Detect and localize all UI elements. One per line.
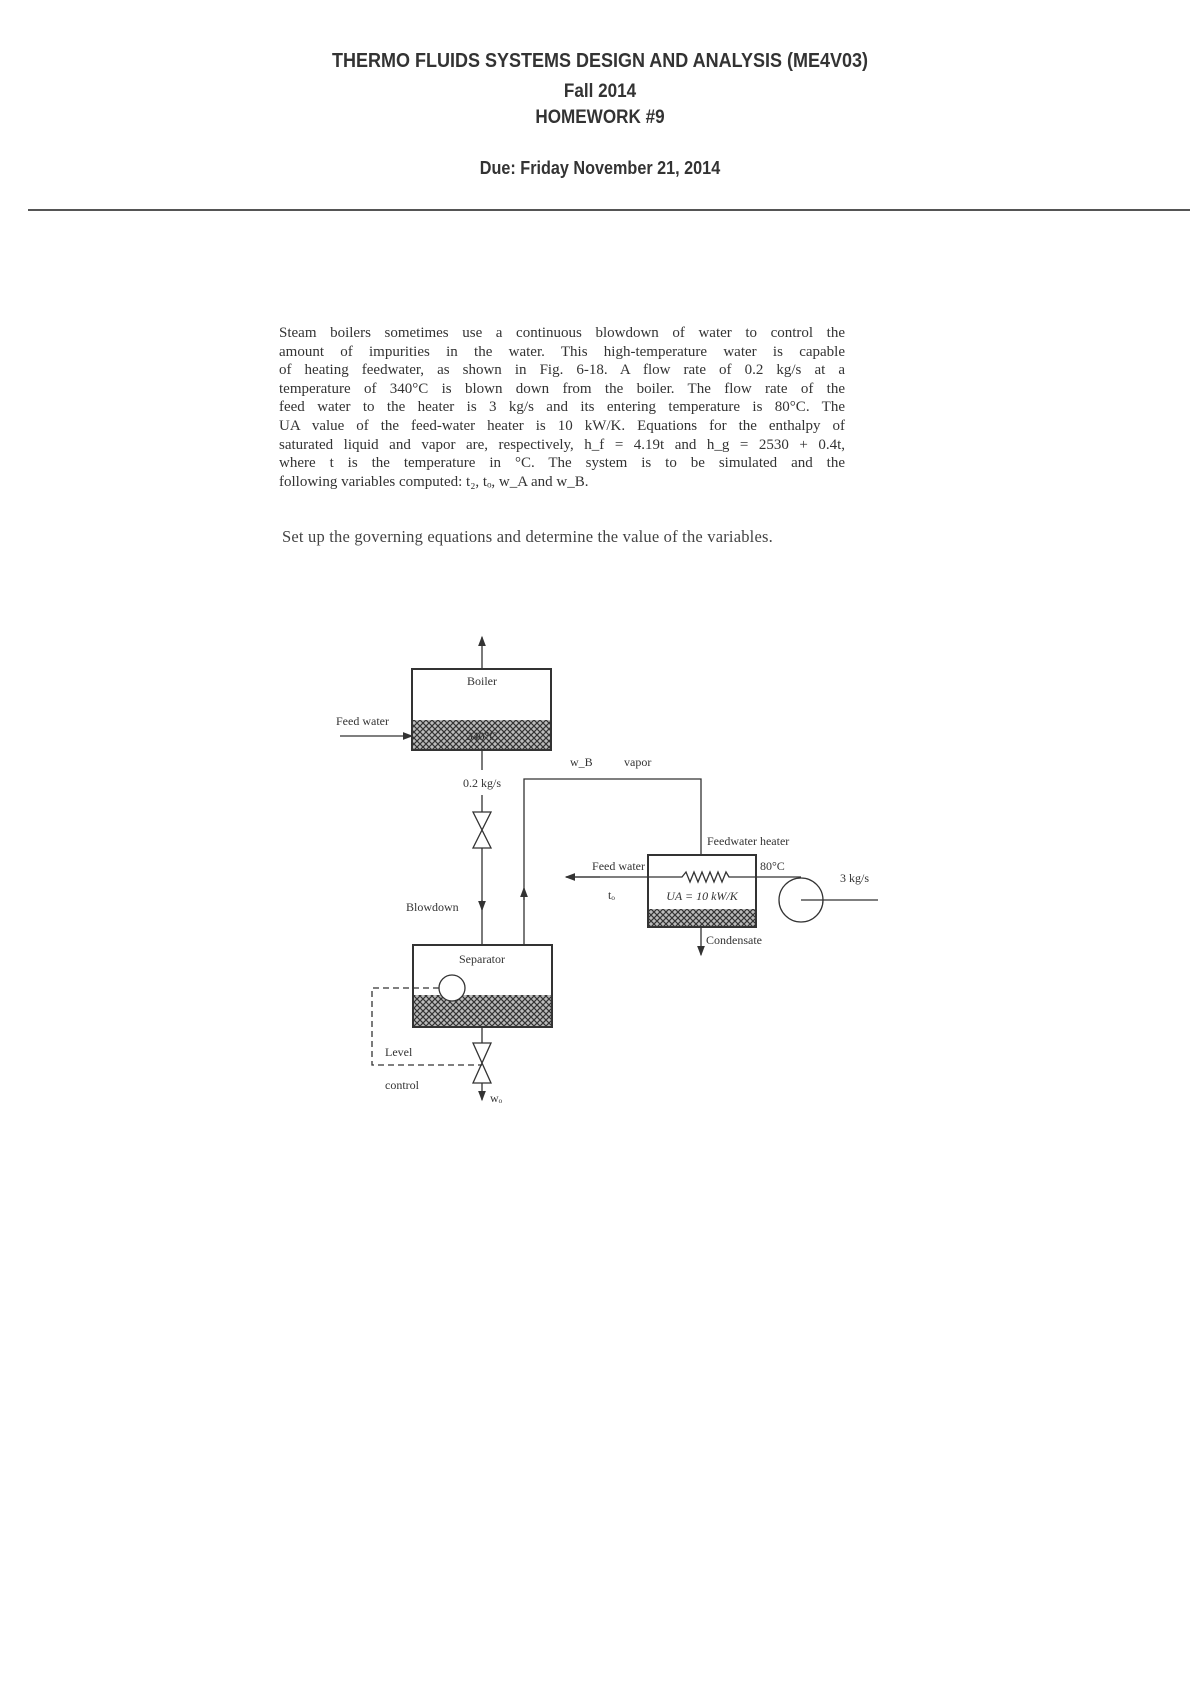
problem-line: saturated liquid and vapor are, respecti… [279, 436, 845, 453]
t-out-label: tₒ [608, 888, 615, 902]
ua-label: UA = 10 kW/K [666, 889, 739, 903]
problem-statement: Steam boilers sometimes use a continuous… [279, 324, 845, 491]
level-label: Level [385, 1045, 413, 1059]
drain-valve [471, 1042, 493, 1084]
boiler-label: Boiler [467, 674, 497, 688]
heater-inlet-temp-label: 80°C [760, 859, 785, 873]
problem-line: where t is the temperature in °C. The sy… [279, 455, 845, 472]
problem-line: amount of impurities in the water. This … [279, 343, 845, 360]
task-statement: Set up the governing equations and deter… [282, 527, 773, 546]
vapor-label: vapor [624, 755, 651, 769]
blowdown-label: Blowdown [406, 900, 459, 914]
problem-line: temperature of 340°C is blown down from … [279, 380, 845, 397]
assignment-title: HOMEWORK #9 [535, 107, 665, 128]
blowdown-valve [471, 811, 493, 849]
problem-line: of heating feedwater, as shown in Fig. 6… [279, 362, 845, 379]
condensate-label: Condensate [706, 933, 762, 947]
term: Fall 2014 [563, 81, 637, 102]
boiler-temp-label: 340°C [467, 729, 498, 743]
feedwater-heater [647, 854, 757, 928]
feed-water-out-label: Feed water [592, 859, 645, 873]
course-title: THERMO FLUIDS SYSTEMS DESIGN AND ANALYSI… [331, 50, 869, 72]
feedwater-heater-label: Feedwater heater [707, 834, 789, 848]
vapor-pipe [523, 778, 702, 945]
heater-coil [566, 870, 801, 884]
control-label: control [385, 1078, 420, 1092]
divider [28, 209, 1190, 211]
separator-label: Separator [459, 952, 505, 966]
due-date: Due: Friday November 21, 2014 [479, 158, 721, 178]
blowdown-flow-label: 0.2 kg/s [463, 776, 501, 790]
problem-line: Steam boilers sometimes use a continuous… [279, 325, 845, 341]
level-control-line [371, 987, 482, 1066]
problem-line: following variables computed: t₂, tₒ, w_… [279, 473, 589, 490]
problem-line: UA value of the feed-water heater is 10 … [279, 417, 845, 434]
wb-label: w_B [570, 755, 593, 769]
feed-flow-label: 3 kg/s [840, 871, 869, 885]
level-float [438, 974, 466, 1002]
wo-label: wₒ [490, 1091, 503, 1105]
problem-line: feed water to the heater is 3 kg/s and i… [279, 399, 845, 416]
feed-water-in-label: Feed water [336, 714, 389, 728]
